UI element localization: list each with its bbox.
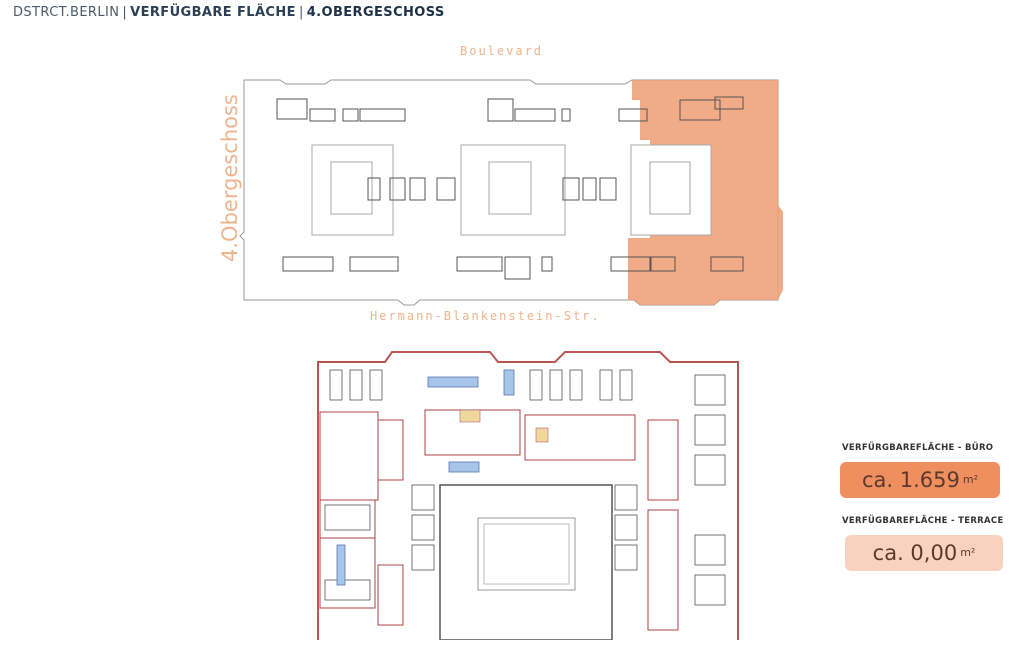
area-value-office-number: ca. 1.659: [861, 468, 960, 492]
breadcrumb: DSTRCT.BERLIN|VERFÜGBARE FLÄCHE|4.OBERGE…: [13, 5, 445, 20]
breadcrumb-site[interactable]: DSTRCT.BERLIN: [13, 5, 120, 20]
overview-floor-plan[interactable]: [200, 40, 800, 330]
detail-floor-plan[interactable]: [315, 348, 740, 640]
breadcrumb-floor: 4.OBERGESCHOSS: [306, 5, 445, 20]
area-unit: m²: [962, 473, 978, 486]
street-label-top: Boulevard: [460, 44, 544, 58]
atrium-middle: [460, 144, 566, 236]
breadcrumb-separator: |: [122, 5, 128, 20]
breadcrumb-section[interactable]: VERFÜGBARE FLÄCHE: [130, 5, 296, 20]
area-unit: m²: [960, 546, 976, 559]
atrium-left: [311, 144, 394, 236]
street-label-bottom: Hermann-Blankenstein-Str.: [370, 309, 601, 323]
area-label-terrace: VERFÜGBAREFLÄCHE - TERRACE: [842, 516, 1004, 526]
central-atrium: [439, 484, 613, 640]
outer-wall: [317, 351, 739, 640]
breadcrumb-separator: |: [298, 5, 304, 20]
atrium-right: [630, 144, 712, 236]
area-label-office: VERFÜRGBAREFLÄCHE - BÜRO: [842, 443, 994, 453]
area-value-terrace-number: ca. 0,00: [872, 541, 958, 565]
